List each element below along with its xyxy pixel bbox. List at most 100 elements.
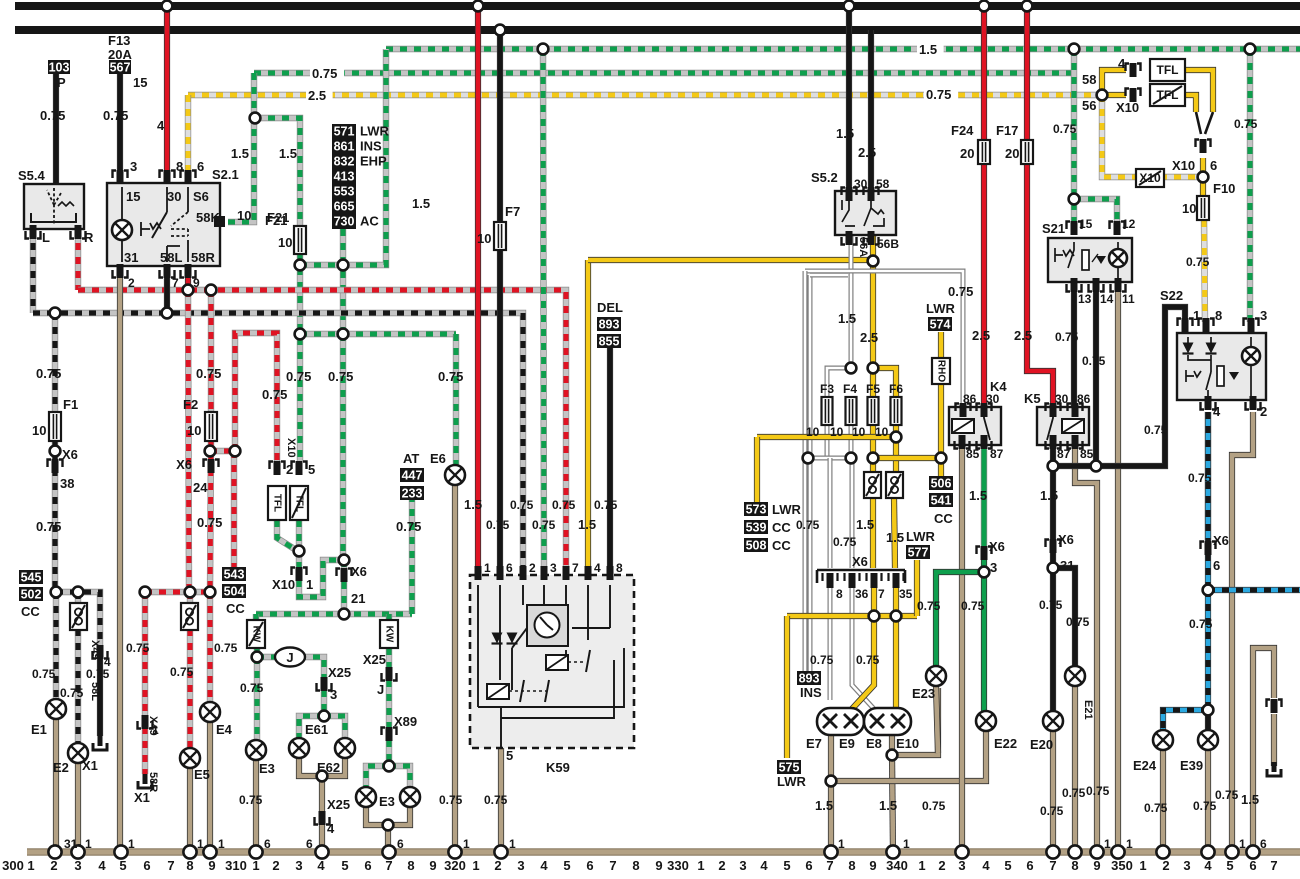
svg-text:3: 3 xyxy=(330,687,337,702)
svg-text:3: 3 xyxy=(295,858,302,873)
svg-text:1.5: 1.5 xyxy=(838,311,856,326)
svg-text:85: 85 xyxy=(966,447,980,461)
svg-text:0.75: 0.75 xyxy=(1053,122,1077,136)
svg-text:1: 1 xyxy=(697,858,704,873)
svg-text:KW: KW xyxy=(384,626,395,643)
svg-text:1: 1 xyxy=(1104,837,1111,851)
svg-text:0.75: 0.75 xyxy=(196,366,221,381)
svg-text:LWR: LWR xyxy=(772,502,801,517)
svg-text:6: 6 xyxy=(197,159,204,174)
svg-text:1: 1 xyxy=(509,837,516,851)
svg-text:0.75: 0.75 xyxy=(552,498,576,512)
svg-text:9: 9 xyxy=(193,276,200,290)
svg-text:2.5: 2.5 xyxy=(1014,328,1032,343)
svg-text:0.75: 0.75 xyxy=(36,366,61,381)
svg-text:6: 6 xyxy=(1210,158,1217,173)
svg-text:X10: X10 xyxy=(272,577,295,592)
svg-text:1.5: 1.5 xyxy=(856,517,874,532)
svg-text:0.75: 0.75 xyxy=(922,799,946,813)
svg-text:1: 1 xyxy=(484,561,491,575)
svg-text:0.75: 0.75 xyxy=(1188,471,1212,485)
svg-text:7: 7 xyxy=(826,858,833,873)
svg-text:0.75: 0.75 xyxy=(239,793,263,807)
svg-text:F17: F17 xyxy=(996,123,1018,138)
svg-text:0.75: 0.75 xyxy=(86,667,110,681)
svg-text:0.75: 0.75 xyxy=(486,518,510,532)
svg-text:CC: CC xyxy=(934,511,953,526)
svg-text:K5: K5 xyxy=(1024,391,1041,406)
svg-text:E22: E22 xyxy=(994,736,1017,751)
svg-text:6: 6 xyxy=(586,858,593,873)
svg-text:E61: E61 xyxy=(305,722,328,737)
svg-text:RHO: RHO xyxy=(936,360,947,382)
svg-text:567: 567 xyxy=(110,60,131,74)
svg-text:35: 35 xyxy=(899,587,913,601)
svg-text:9: 9 xyxy=(208,858,215,873)
svg-text:1: 1 xyxy=(128,837,135,851)
svg-text:3: 3 xyxy=(517,858,524,873)
svg-text:6: 6 xyxy=(1260,837,1267,851)
svg-text:13: 13 xyxy=(1078,292,1092,306)
svg-text:E1: E1 xyxy=(31,722,47,737)
svg-text:6: 6 xyxy=(364,858,371,873)
svg-text:5: 5 xyxy=(308,462,315,477)
svg-text:573: 573 xyxy=(746,502,767,516)
svg-text:1: 1 xyxy=(838,837,845,851)
svg-text:1.5: 1.5 xyxy=(886,530,904,545)
svg-text:0.75: 0.75 xyxy=(328,369,353,384)
svg-text:0.75: 0.75 xyxy=(594,498,618,512)
svg-text:86: 86 xyxy=(963,392,977,406)
svg-text:340: 340 xyxy=(886,858,908,873)
svg-text:X10: X10 xyxy=(285,438,297,458)
svg-text:10: 10 xyxy=(477,231,491,246)
svg-text:0.75: 0.75 xyxy=(1234,117,1258,131)
svg-text:F2: F2 xyxy=(183,397,198,412)
svg-text:1.5: 1.5 xyxy=(464,497,482,512)
svg-text:TFL: TFL xyxy=(1157,63,1179,77)
svg-text:F21: F21 xyxy=(267,210,289,225)
svg-text:EHP: EHP xyxy=(360,154,387,169)
svg-text:665: 665 xyxy=(334,200,355,214)
svg-text:INS: INS xyxy=(800,685,822,700)
svg-text:7: 7 xyxy=(1049,858,1056,873)
svg-text:56B: 56B xyxy=(877,237,899,251)
svg-text:543: 543 xyxy=(224,567,245,581)
svg-text:4: 4 xyxy=(594,561,601,575)
svg-text:0.75: 0.75 xyxy=(810,653,834,667)
svg-text:861: 861 xyxy=(334,140,355,154)
svg-text:2: 2 xyxy=(1162,858,1169,873)
svg-text:F24: F24 xyxy=(951,123,974,138)
svg-text:31: 31 xyxy=(1060,558,1074,573)
svg-text:0.75: 0.75 xyxy=(126,641,150,655)
svg-text:1: 1 xyxy=(218,837,225,851)
svg-text:14: 14 xyxy=(1100,292,1114,306)
svg-text:2.5: 2.5 xyxy=(308,88,326,103)
svg-text:0.75: 0.75 xyxy=(1144,423,1168,437)
svg-text:4: 4 xyxy=(104,655,111,669)
svg-text:8: 8 xyxy=(407,858,414,873)
svg-text:0.75: 0.75 xyxy=(1055,330,1079,344)
svg-text:6: 6 xyxy=(143,858,150,873)
svg-text:8: 8 xyxy=(1215,308,1222,323)
svg-text:553: 553 xyxy=(334,185,355,199)
svg-text:X6: X6 xyxy=(176,457,192,472)
svg-text:58R: 58R xyxy=(147,772,159,792)
svg-text:X6: X6 xyxy=(351,564,367,579)
svg-text:X25: X25 xyxy=(327,797,350,812)
svg-text:0.75: 0.75 xyxy=(396,519,421,534)
svg-text:1.5: 1.5 xyxy=(879,798,897,813)
svg-text:8: 8 xyxy=(176,159,183,174)
svg-text:CC: CC xyxy=(21,604,40,619)
svg-text:0.75: 0.75 xyxy=(1215,788,1239,802)
svg-text:1: 1 xyxy=(918,858,925,873)
svg-text:0.75: 0.75 xyxy=(240,681,264,695)
svg-text:8: 8 xyxy=(616,561,623,575)
svg-text:2.5: 2.5 xyxy=(858,145,876,160)
svg-text:0.75: 0.75 xyxy=(1040,804,1064,818)
svg-text:320: 320 xyxy=(444,858,466,873)
svg-text:4: 4 xyxy=(98,858,106,873)
svg-text:F13: F13 xyxy=(108,33,130,48)
svg-text:DEL: DEL xyxy=(597,300,623,315)
svg-text:1: 1 xyxy=(306,577,313,592)
svg-text:X10: X10 xyxy=(1172,158,1195,173)
